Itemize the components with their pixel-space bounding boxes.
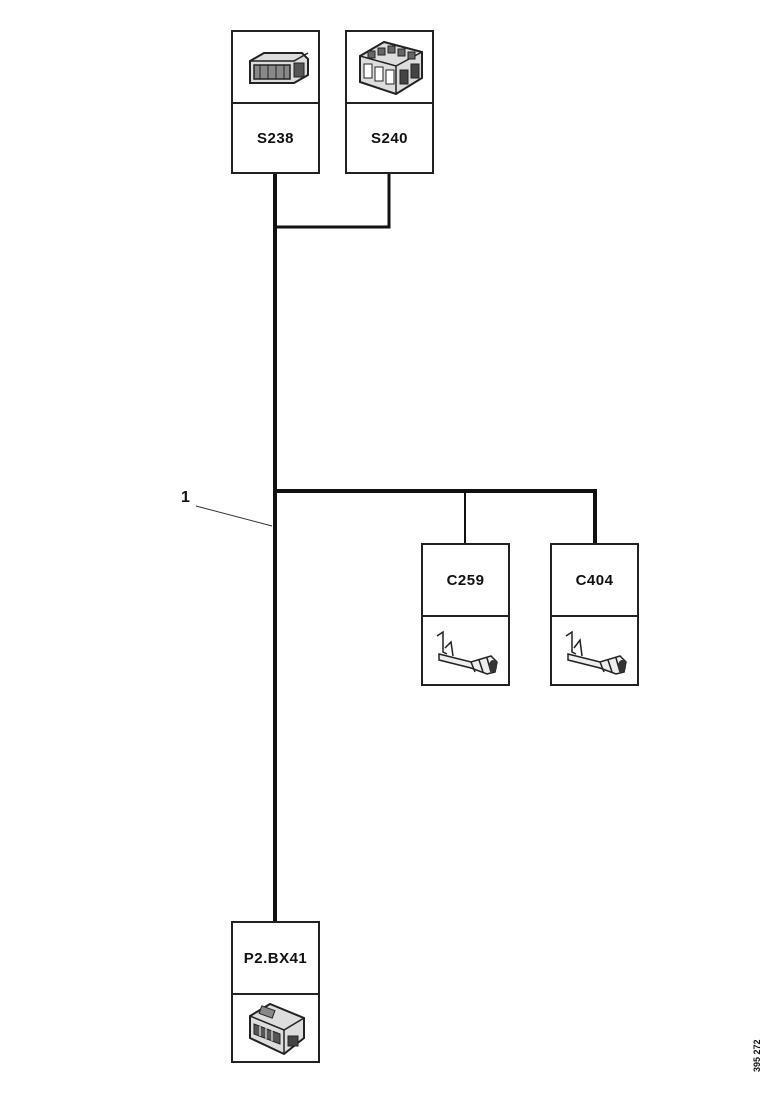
connector-plug-icon bbox=[248, 1002, 305, 1056]
connector-c259-icon-cell bbox=[423, 617, 508, 684]
connector-p2bx41: P2.BX41 bbox=[231, 921, 320, 1063]
branch-s240 bbox=[275, 173, 391, 229]
connector-p2bx41-label-cell: P2.BX41 bbox=[233, 923, 318, 993]
figure-reference-number: 395 272 bbox=[752, 1039, 762, 1072]
connector-s238-label: S238 bbox=[256, 129, 295, 147]
connector-s240: S240 bbox=[345, 30, 434, 174]
connector-c404: C404 bbox=[550, 543, 639, 686]
connector-s240-icon-cell bbox=[347, 32, 432, 102]
terminal-pin-icon bbox=[565, 630, 627, 675]
connector-s240-divider bbox=[347, 102, 432, 104]
connector-s238: S238 bbox=[231, 30, 320, 174]
connector-c259-divider bbox=[423, 615, 508, 617]
connector-c259-label-cell: C259 bbox=[423, 545, 508, 615]
connector-s240-label-cell: S240 bbox=[347, 104, 432, 172]
connector-s238-divider bbox=[233, 102, 318, 104]
callout-label: 1 bbox=[181, 489, 190, 506]
connector-c259: C259 bbox=[421, 543, 510, 686]
connector-s238-icon-cell bbox=[233, 32, 318, 102]
connector-c404-icon-cell bbox=[552, 617, 637, 684]
connector-c404-label: C404 bbox=[575, 571, 614, 589]
branch-c404 bbox=[275, 489, 597, 543]
callout-leader bbox=[195, 505, 273, 527]
connector-housing-icon bbox=[248, 52, 309, 84]
connector-c404-label-cell: C404 bbox=[552, 545, 637, 615]
connector-p2bx41-label: P2.BX41 bbox=[243, 949, 308, 967]
connector-c259-label: C259 bbox=[446, 571, 485, 589]
connector-block-icon bbox=[358, 40, 423, 96]
connector-p2bx41-divider bbox=[233, 993, 318, 995]
connector-p2bx41-icon-cell bbox=[233, 995, 318, 1061]
connector-s240-label: S240 bbox=[370, 129, 409, 147]
connector-c404-divider bbox=[552, 615, 637, 617]
connector-s238-label-cell: S238 bbox=[233, 104, 318, 172]
terminal-pin-icon bbox=[436, 630, 498, 675]
